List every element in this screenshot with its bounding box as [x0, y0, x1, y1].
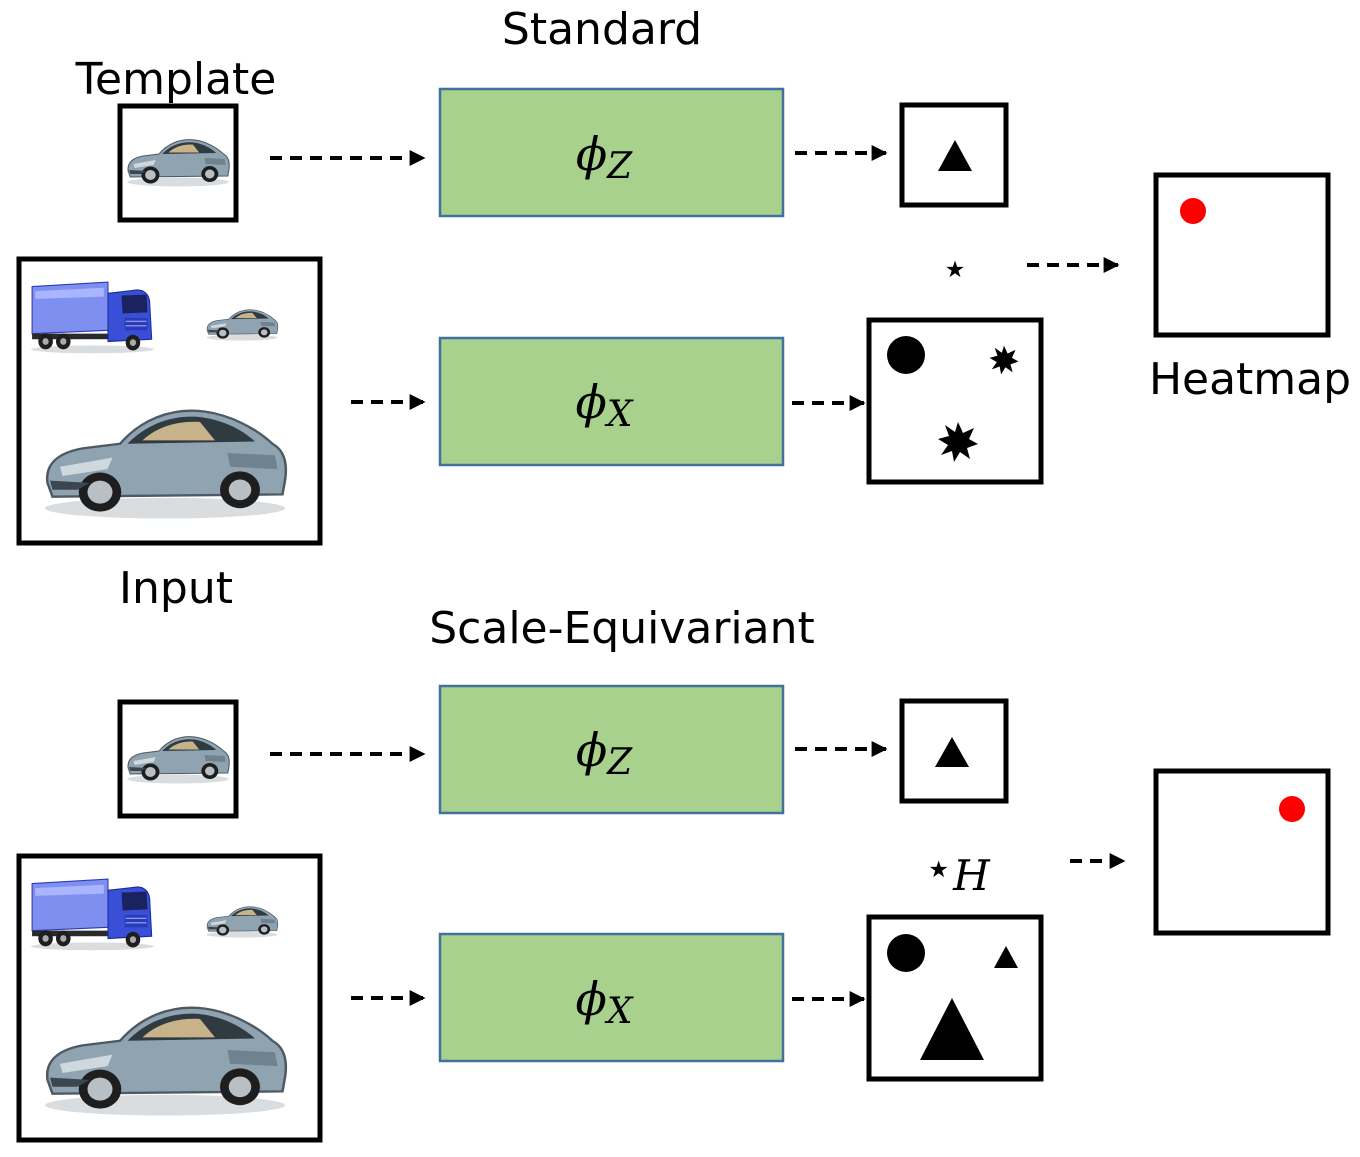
- template-image-standard: [117, 103, 239, 223]
- correlation-operator-standard: ⋆: [941, 241, 970, 295]
- template-encoder-label: ϕZ: [576, 723, 633, 783]
- correlation-operator-scale-equivariant: ⋆H: [924, 841, 991, 900]
- circle-icon: [887, 934, 925, 972]
- template-image-scale-equivariant: [117, 699, 239, 819]
- template-encoder-scale-equivariant: ϕZ: [438, 684, 785, 815]
- template-label: Template: [75, 54, 277, 105]
- dot-icon: [1279, 796, 1305, 822]
- template-encoder-standard: ϕZ: [438, 87, 785, 218]
- input-encoder-label: ϕX: [576, 972, 634, 1032]
- heatmap-scale-equivariant: [1153, 768, 1331, 936]
- input-feature-map-standard: [866, 317, 1044, 485]
- heatmap-standard: [1153, 172, 1331, 338]
- scale-equivariant-title: Scale-Equivariant: [429, 603, 815, 654]
- heatmap-label: Heatmap: [1149, 354, 1351, 405]
- input-image-standard: [16, 256, 323, 546]
- standard-section: Standard Template ϕZ ⋆ Heatmap: [16, 4, 1351, 614]
- triangle-icon: [935, 737, 969, 767]
- input-feature-map-scale-equivariant: [866, 914, 1044, 1082]
- input-encoder-scale-equivariant: ϕX: [438, 932, 785, 1063]
- input-label: Input: [119, 563, 233, 614]
- dot-icon: [1180, 198, 1206, 224]
- scale-equivariant-section: Scale-Equivariant ϕZ ⋆H: [16, 603, 1331, 1143]
- standard-title: Standard: [502, 4, 702, 55]
- input-encoder-standard: ϕX: [438, 336, 785, 467]
- template-encoder-label: ϕZ: [576, 127, 633, 187]
- template-feature-map-standard: [899, 102, 1009, 208]
- triangle-icon: [920, 998, 984, 1060]
- template-feature-map-scale-equivariant: [899, 698, 1009, 804]
- circle-icon: [887, 336, 925, 374]
- input-image-scale-equivariant: [16, 853, 323, 1143]
- triangle-icon: [994, 946, 1018, 968]
- input-encoder-label: ϕX: [576, 375, 634, 435]
- triangle-icon: [938, 140, 972, 171]
